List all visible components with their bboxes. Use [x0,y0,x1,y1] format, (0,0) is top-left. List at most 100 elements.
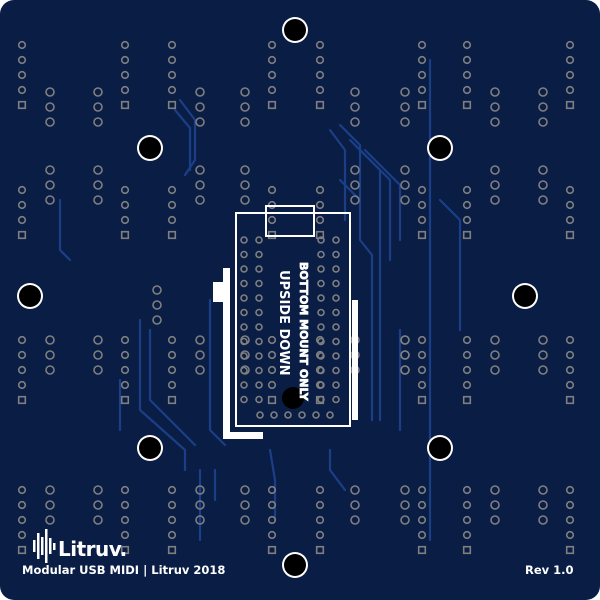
via-pad [93,117,103,127]
via-pad [167,365,177,375]
copper-trace [138,318,187,472]
square-pad [462,395,472,405]
via-pad [417,85,427,95]
via-pad [317,294,325,302]
via-pad [240,515,250,525]
via-pad [267,40,277,50]
via-pad [255,265,263,273]
via-pad [120,350,130,360]
via-pad [93,485,103,495]
litruv-logo: Litruv. [33,529,127,563]
via-pad [45,500,55,510]
copper-trace [363,148,402,242]
via-pad [120,55,130,65]
square-pad [17,395,27,405]
via-pad [120,365,130,375]
mounting-hole-drill [19,285,41,307]
via-pad [315,70,325,80]
via-pad [565,485,575,495]
via-pad [267,500,277,510]
header-bracket-bottom [223,432,263,439]
square-pad [167,395,177,405]
via-pad [45,485,55,495]
via-pad [240,117,250,127]
via-pad [462,70,472,80]
via-pad [255,366,263,375]
via-pad [240,395,248,404]
via-pad [462,215,472,225]
via-pad [167,185,177,195]
via-pad [565,515,575,525]
via-pad [315,85,325,95]
via-pad [462,185,472,195]
via-pad [195,102,205,112]
via-pad [240,87,250,97]
via-pad [490,485,500,495]
orientation-label: UPSIDE DOWN [276,270,291,376]
via-pad [167,485,177,495]
via-pad [17,530,27,540]
via-pad [400,365,410,375]
square-pad [462,545,472,555]
waveform-icon [33,529,56,563]
via-pad [195,485,205,495]
via-pad [17,515,27,525]
via-pad [120,185,130,195]
module-hole [282,387,304,409]
via-pad [267,515,277,525]
via-pad [45,365,55,375]
via-pad [167,215,177,225]
square-pad [417,230,427,240]
via-pad [267,485,277,495]
mounting-hole-drill [139,437,161,459]
via-pad [240,195,250,205]
via-pad [350,180,360,190]
via-pad [317,381,325,389]
usb-connector-outline [265,205,315,237]
via-pad [332,279,340,288]
via-pad [317,265,325,273]
via-pad [120,215,130,225]
via-pad [462,350,472,360]
via-pad [167,380,177,390]
via-pad [400,117,410,127]
via-pad [490,350,500,360]
via-pad [120,200,130,210]
via-pad [332,294,340,302]
via-pad [298,411,306,419]
via-pad [417,515,427,525]
via-pad [400,87,410,97]
via-pad [167,500,177,510]
via-pad [400,195,410,205]
via-pad [565,55,575,65]
via-pad [120,85,130,95]
via-pad [167,350,177,360]
copper-trace [353,143,392,262]
via-pad [17,185,27,195]
via-pad [240,485,250,495]
via-pad [195,180,205,190]
via-pad [17,55,27,65]
via-pad [538,117,548,127]
via-pad [400,165,410,175]
via-pad [240,366,248,375]
square-pad [17,230,27,240]
via-pad [400,102,410,112]
via-pad [93,195,103,205]
via-pad [315,215,325,225]
via-pad [312,411,320,419]
via-pad [350,195,360,205]
via-pad [17,70,27,80]
via-pad [167,55,177,65]
via-pad [317,279,325,288]
via-pad [167,200,177,210]
square-pad [462,100,472,110]
via-pad [565,335,575,345]
via-pad [350,117,360,127]
via-pad [417,350,427,360]
via-pad [490,165,500,175]
square-pad [565,230,575,240]
via-pad [240,352,248,360]
via-pad [17,215,27,225]
via-pad [350,515,360,525]
